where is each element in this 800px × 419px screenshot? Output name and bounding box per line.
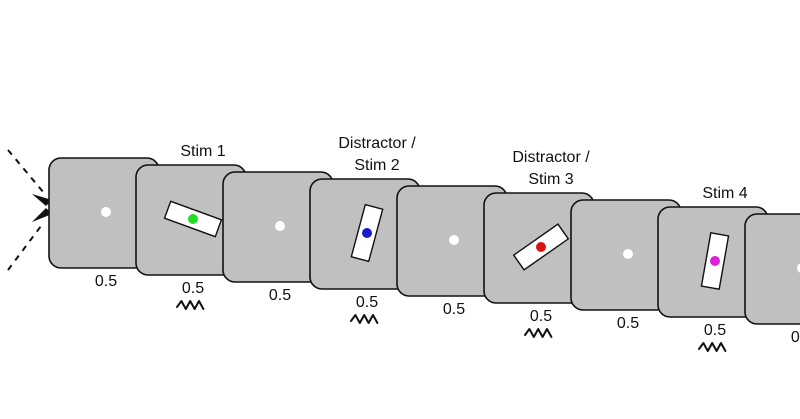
upper-guide-line: [7, 149, 45, 194]
duration-label: 0.5: [530, 308, 552, 325]
start-arrow-lower-icon: [32, 208, 52, 222]
duration-label: 0.5: [269, 287, 291, 304]
trial-start-marker: [7, 149, 52, 271]
fixation-dot: [797, 263, 800, 273]
stimulus-label: Stim 2: [354, 157, 399, 174]
trial-frame: 0.5: [744, 213, 800, 346]
duration-label: 0.5: [791, 329, 800, 346]
fixation-dot: [275, 221, 285, 231]
colored-dot: [188, 214, 198, 224]
colored-dot: [536, 242, 546, 252]
stimulus-label: Distractor /: [338, 135, 416, 152]
squiggle-icon: [524, 328, 553, 338]
duration-label: 0.5: [356, 294, 378, 311]
fixation-dot: [449, 235, 459, 245]
stimulus-label: Stim 1: [180, 143, 225, 160]
fixation-dot: [623, 249, 633, 259]
duration-label: 0.5: [95, 273, 117, 290]
duration-label: 0.5: [182, 280, 204, 297]
squiggle-icon: [350, 314, 379, 324]
duration-label: 0.5: [443, 301, 465, 318]
duration-label: 0.5: [617, 315, 639, 332]
trial-frame: 0.5 Stim 4: [657, 185, 769, 352]
trial-frame: 0.5 Distractor / Stim 3: [483, 149, 595, 338]
colored-dot: [362, 228, 372, 238]
colored-dot: [710, 256, 720, 266]
lower-guide-line: [7, 221, 45, 271]
start-arrow-icon: [32, 194, 52, 206]
trial-frame: 0.5 Stim 1: [135, 143, 247, 310]
stimulus-label: Stim 4: [702, 185, 747, 202]
squiggle-icon: [176, 300, 205, 310]
fixation-dot: [101, 207, 111, 217]
stimulus-label: Distractor /: [512, 149, 590, 166]
trial-frame: 0.5 Distractor / Stim 2: [309, 135, 421, 324]
stimulus-label: Stim 3: [528, 171, 573, 188]
duration-label: 0.5: [704, 322, 726, 339]
squiggle-icon: [698, 342, 727, 352]
frame-screen: [744, 213, 800, 325]
